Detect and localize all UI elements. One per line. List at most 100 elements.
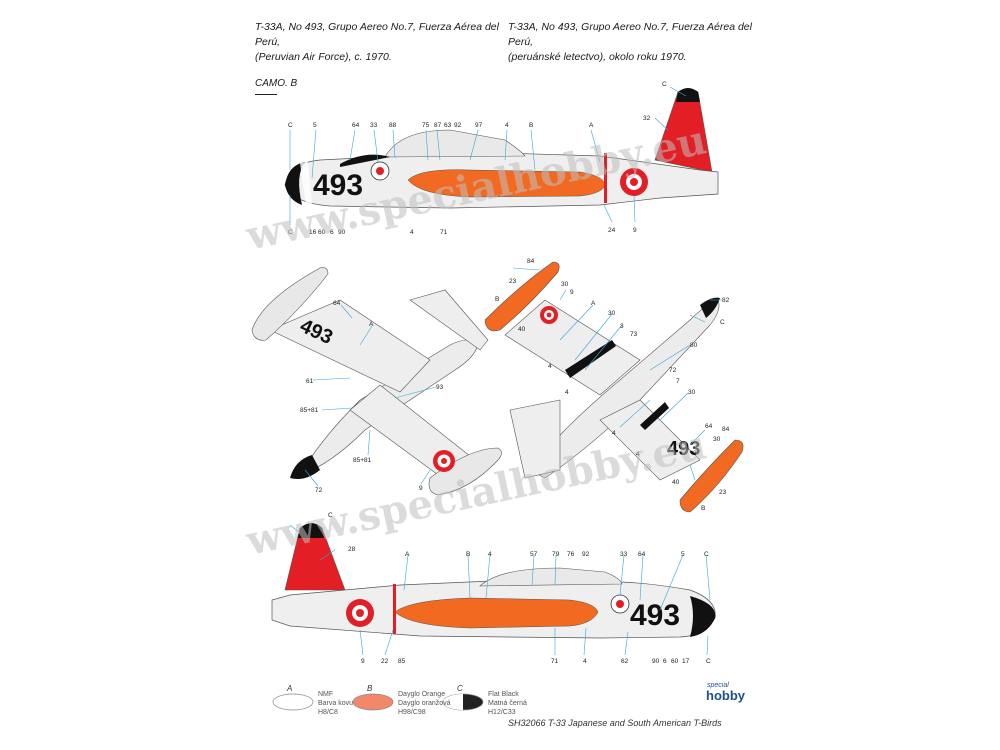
callout: C bbox=[662, 81, 667, 88]
serial-number-top: 493 bbox=[313, 169, 363, 202]
legend-code-b: B bbox=[367, 684, 373, 693]
callout: 33 bbox=[620, 551, 628, 558]
callout: 87 bbox=[434, 122, 442, 129]
special-hobby-logo: special hobby bbox=[705, 678, 750, 711]
callout: 9 bbox=[570, 289, 574, 296]
callout: A bbox=[589, 122, 594, 129]
title-line-1: T-33A, No 493, Grupo Aereo No.7, Fuerza … bbox=[255, 21, 499, 48]
profile-title-english: T-33A, No 493, Grupo Aereo No.7, Fuerza … bbox=[255, 20, 500, 65]
callout: 60 bbox=[671, 658, 679, 665]
callout: 85+81 bbox=[353, 457, 372, 464]
callout: 23 bbox=[719, 489, 727, 496]
callout: 64 bbox=[705, 423, 713, 430]
title-line-1-cz: T-33A, No 493, Grupo Aereo No.7, Fuerza … bbox=[508, 21, 752, 48]
swatch-orange bbox=[352, 693, 394, 711]
callout: 5 bbox=[681, 551, 685, 558]
callout: A bbox=[405, 551, 410, 558]
callout: 4 bbox=[548, 363, 552, 370]
callout: 71 bbox=[440, 229, 448, 236]
callout: C bbox=[720, 319, 725, 326]
callout: 30 bbox=[561, 281, 569, 288]
callout: B bbox=[466, 551, 470, 558]
callout: 30 bbox=[713, 436, 721, 443]
callout: 6 bbox=[330, 229, 334, 236]
callout: 22 bbox=[381, 658, 389, 665]
callout: 85+81 bbox=[300, 407, 319, 414]
underside-view: 493 bbox=[251, 267, 502, 496]
callout: 76 bbox=[567, 551, 575, 558]
callout-lines bbox=[289, 86, 722, 656]
callout: C bbox=[706, 658, 711, 665]
callout: 64 bbox=[352, 122, 360, 129]
callout: 57 bbox=[530, 551, 538, 558]
callout: 72 bbox=[669, 367, 677, 374]
callout: C bbox=[288, 229, 293, 236]
callout: C bbox=[704, 551, 709, 558]
callout: A bbox=[591, 300, 596, 307]
callout: 60 bbox=[318, 229, 326, 236]
camo-label: CAMO. B bbox=[255, 78, 298, 89]
callout: 32 bbox=[643, 115, 651, 122]
callout: 9 bbox=[633, 227, 637, 234]
callout: 4 bbox=[636, 451, 640, 458]
serial-number-upper: 493 bbox=[667, 438, 700, 460]
callout: 28 bbox=[348, 546, 356, 553]
callout: 5 bbox=[313, 122, 317, 129]
right-side-profile: 493 bbox=[271, 523, 716, 639]
title-line-2-cz: (peruánské letectvo), okolo roku 1970. bbox=[508, 51, 687, 63]
callout: B bbox=[529, 122, 533, 129]
callout-numbers: C 5 64 33 88 75 87 63 92 97 4 B A 32 C C… bbox=[288, 81, 730, 665]
callout: 4 bbox=[488, 551, 492, 558]
callout: 8 bbox=[693, 450, 697, 457]
callout: 75 bbox=[422, 122, 430, 129]
callout: 92 bbox=[454, 122, 462, 129]
callout: 30 bbox=[688, 389, 696, 396]
callout: 62 bbox=[621, 658, 629, 665]
callout: 88 bbox=[389, 122, 397, 129]
serial-number-bottom: 493 bbox=[630, 599, 680, 632]
profile-title-czech: T-33A, No 493, Grupo Aereo No.7, Fuerza … bbox=[508, 20, 758, 65]
callout: 97 bbox=[475, 122, 483, 129]
callout: 79 bbox=[552, 551, 560, 558]
callout: B bbox=[495, 296, 499, 303]
callout: 24 bbox=[608, 227, 616, 234]
callout: C bbox=[328, 512, 333, 519]
svg-text:special: special bbox=[707, 682, 729, 689]
callout: 30 bbox=[608, 310, 616, 317]
callout: 73 bbox=[630, 331, 638, 338]
callout: 92 bbox=[582, 551, 590, 558]
callout: 4 bbox=[565, 389, 569, 396]
callout: 40 bbox=[672, 479, 680, 486]
callout: 61 bbox=[306, 378, 314, 385]
legend-code-a: A bbox=[287, 684, 293, 693]
callout: C bbox=[288, 122, 293, 129]
callout: 93 bbox=[436, 384, 444, 391]
camo-underline bbox=[255, 94, 277, 95]
callout: 17 bbox=[682, 658, 690, 665]
callout: 80 bbox=[690, 342, 698, 349]
callout: 64 bbox=[333, 300, 341, 307]
callout: 9 bbox=[361, 658, 365, 665]
watermark-middle: www.specialhobby.eu bbox=[241, 421, 710, 565]
swatch-nmf bbox=[272, 693, 314, 711]
legend-code-c: C bbox=[457, 684, 463, 693]
callout: 33 bbox=[370, 122, 378, 129]
callout: 90 bbox=[652, 658, 660, 665]
callout: 85 bbox=[398, 658, 406, 665]
callout: 23 bbox=[509, 278, 517, 285]
callout: A bbox=[369, 321, 374, 328]
callout: 63 bbox=[444, 122, 452, 129]
title-line-2: (Peruvian Air Force), c. 1970. bbox=[255, 51, 392, 63]
callout: 4 bbox=[583, 658, 587, 665]
callout: 64 bbox=[638, 551, 646, 558]
svg-text:hobby: hobby bbox=[706, 688, 746, 703]
callout: 71 bbox=[551, 658, 559, 665]
upper-view: 493 bbox=[484, 261, 744, 513]
callout: 4 bbox=[612, 430, 616, 437]
callout: 82 bbox=[722, 297, 730, 304]
callout: 4 bbox=[410, 229, 414, 236]
